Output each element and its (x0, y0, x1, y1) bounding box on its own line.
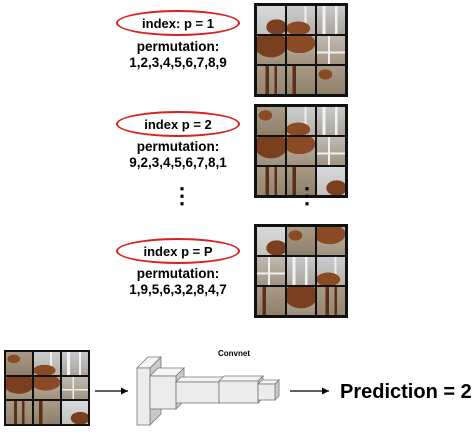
puzzle-tile (62, 352, 88, 375)
puzzle-tile (287, 137, 315, 165)
puzzle-tile (317, 287, 345, 315)
puzzle-tile (287, 167, 315, 195)
puzzle-tile (257, 257, 285, 285)
permutation-sequence-p1: 1,2,3,4,5,6,7,8,9 (129, 55, 227, 70)
puzzle-tile (287, 36, 315, 64)
puzzle-tile (317, 36, 345, 64)
convnet-title: Convnet (218, 349, 250, 358)
puzzle-tile (287, 6, 315, 34)
input-puzzle-grid (4, 350, 90, 426)
puzzle-tile (257, 227, 285, 255)
puzzle-tile (317, 66, 345, 94)
permutation-sequence-pP: 1,9,5,6,3,2,8,4,7 (129, 282, 227, 297)
convnet-icon (136, 356, 280, 426)
index-label-p2: index p = 2 (116, 111, 240, 137)
puzzle-tile (317, 6, 345, 34)
puzzle-tile (34, 352, 60, 375)
puzzle-tile (34, 376, 60, 400)
puzzle-grid-p2 (254, 104, 348, 198)
puzzle-tile (257, 36, 285, 64)
puzzle-tile (257, 107, 285, 135)
puzzle-tile (62, 401, 88, 424)
puzzle-tile (317, 257, 345, 285)
prediction-label: Prediction = 2 (340, 381, 472, 403)
permutation-title-p1: permutation: (136, 39, 220, 54)
puzzle-grid-pP (254, 224, 348, 318)
puzzle-tile (62, 376, 88, 400)
puzzle-grid-p1 (254, 3, 348, 97)
puzzle-tile (257, 137, 285, 165)
puzzle-tile (317, 227, 345, 255)
permutation-sequence-p2: 9,2,3,4,5,6,7,8,1 (129, 155, 227, 170)
puzzle-tile (317, 167, 345, 195)
puzzle-tile (287, 107, 315, 135)
index-label-p1: index: p = 1 (116, 10, 240, 36)
puzzle-tile (317, 137, 345, 165)
puzzle-tile (257, 287, 285, 315)
puzzle-tile (257, 167, 285, 195)
puzzle-tile (287, 257, 315, 285)
permutation-title-p2: permutation: (136, 139, 220, 154)
puzzle-tile (287, 287, 315, 315)
puzzle-tile (317, 107, 345, 135)
puzzle-tile (6, 376, 32, 400)
puzzle-tile (257, 6, 285, 34)
puzzle-tile (34, 401, 60, 424)
permutation-title-pP: permutation: (136, 266, 220, 281)
puzzle-tile (287, 66, 315, 94)
puzzle-tile (257, 66, 285, 94)
puzzle-tile (6, 352, 32, 375)
puzzle-tile (287, 227, 315, 255)
index-label-pP: index p = P (116, 238, 240, 264)
puzzle-tile (6, 401, 32, 424)
